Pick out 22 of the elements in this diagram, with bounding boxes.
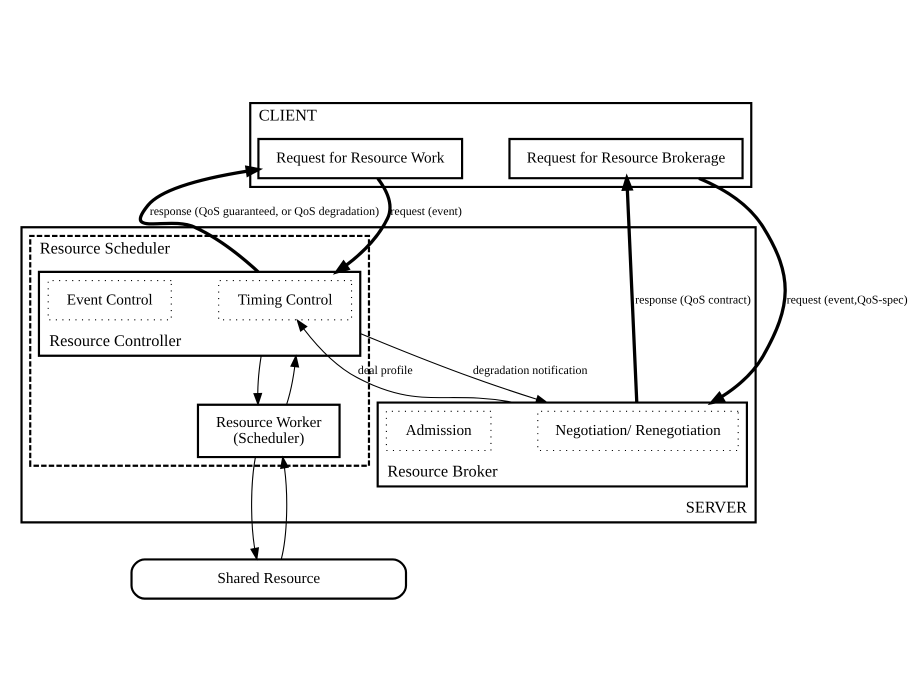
edge-label: degradation notification [472,362,588,377]
node-box: Event Control [48,280,172,320]
arrow [280,454,290,559]
arrow [360,332,549,403]
arrow [332,176,392,274]
arrow [698,176,787,405]
arrow [253,355,262,406]
node-box: Request for Resource Work [257,137,464,179]
node-box: Request for Resource Brokerage [508,137,744,179]
arrow [621,172,638,402]
arrow [286,354,300,404]
node-box: Negotiation/ Renegotiation [537,410,739,451]
node-box: Resource Worker (Scheduler) [196,403,341,458]
arrow [296,318,515,403]
arrow [250,456,260,560]
edge-label: request (event,QoS-spec) [786,292,908,306]
arrow [139,164,264,273]
edge-label: response (QoS guaranteed, or QoS degradation) [150,204,380,218]
node-box: Admission [386,410,492,451]
node-box: Shared Resource [130,558,408,600]
edge-label: response (QoS contract) [635,292,751,306]
node-box: Timing Control [218,280,352,320]
